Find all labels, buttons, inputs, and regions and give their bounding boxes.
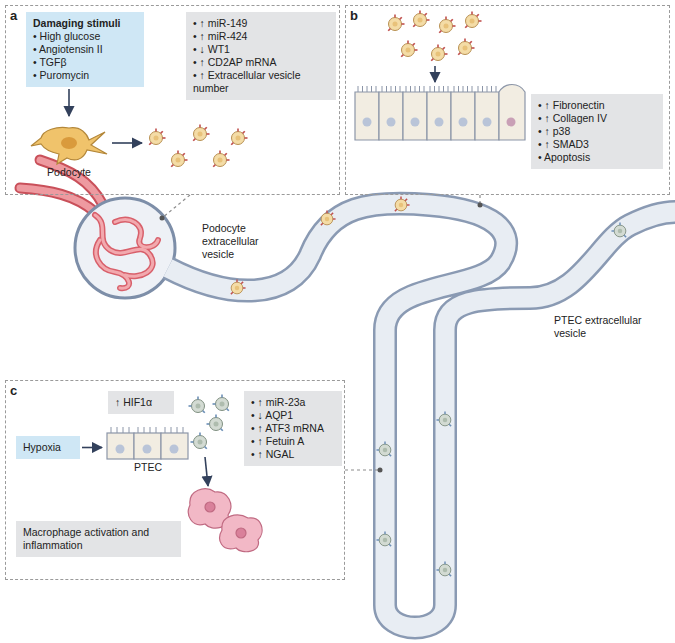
ptec-cells [105, 425, 191, 461]
ptec-label: PTEC [104, 425, 192, 474]
box-text: • ↑ SMAD3 [538, 138, 656, 151]
box-text: • ↑ ATF3 mRNA [251, 422, 335, 435]
box-text: • ↓ WT1 [193, 43, 329, 56]
change-list: • ↑ miR-23a• ↓ AQP1• ↑ ATF3 mRNA• ↑ Fetu… [244, 391, 342, 466]
box-text: • ↑ Extracellular vesicle number [193, 69, 329, 95]
panel-letter: b [350, 8, 362, 23]
box-text: • ↑ Fetuin A [251, 435, 335, 448]
vesicle-label: Podocyte extracellular vesicle [200, 222, 290, 261]
change-list: • ↑ Fibronectin• ↑ Collagen IV• ↑ p38• ↑… [531, 94, 663, 169]
stimuli-box: Damaging stimuli• High glucose• Angioten… [26, 12, 144, 87]
box-text: • Apoptosis [538, 151, 656, 164]
change-list: • ↑ miR-149• ↑ miR-424• ↓ WT1• ↑ CD2AP m… [186, 12, 336, 100]
box-text: • ↑ p38 [538, 125, 656, 138]
vesicle-label: PTEC extracellular vesicle [552, 314, 652, 340]
panel-letter: a [10, 8, 22, 23]
box-text: • ↑ Fibronectin [538, 99, 656, 112]
podocyte-cell [29, 118, 109, 166]
box-text: • ↓ AQP1 [251, 409, 335, 422]
box-text: • Angiotensin II [33, 43, 137, 56]
box-text: Podocyte [26, 166, 112, 179]
box-text: • ↑ miR-23a [251, 396, 335, 409]
podocyte-label: Podocyte [26, 118, 112, 179]
hypoxia-box: Hypoxia [16, 436, 80, 459]
panel-frame: aDamaging stimuli• High glucose• Angiote… [5, 5, 340, 195]
box-text: • ↑ miR-149 [193, 17, 329, 30]
box-text: • High glucose [33, 30, 137, 43]
box-text: • TGFβ [33, 56, 137, 69]
arrow-connector [82, 447, 102, 449]
box-heading: Damaging stimuli [33, 17, 137, 30]
box-text: • ↑ CD2AP mRNA [193, 56, 329, 69]
panel-frame: c↑ HIF1αHypoxiaPTEC• ↑ miR-23a• ↓ AQP1• … [5, 380, 345, 580]
box-text: ↑ HIF1α [115, 396, 167, 409]
arrow-connector [68, 89, 70, 116]
panel-letter: c [10, 383, 22, 398]
panel-frame: b• ↑ Fibronectin• ↑ Collagen IV• ↑ p38• … [345, 5, 670, 195]
hif-box: ↑ HIF1α [108, 391, 174, 414]
box-text: Macrophage activation and inflammation [23, 526, 174, 552]
box-text: Hypoxia [23, 441, 73, 454]
box-text: • ↑ Collagen IV [538, 112, 656, 125]
outcome-box: Macrophage activation and inflammation [16, 521, 181, 557]
box-text: • ↑ miR-424 [193, 30, 329, 43]
box-text: • Puromycin [33, 69, 137, 82]
box-text: PTEC [104, 461, 192, 474]
box-text: • ↑ NGAL [251, 448, 335, 461]
